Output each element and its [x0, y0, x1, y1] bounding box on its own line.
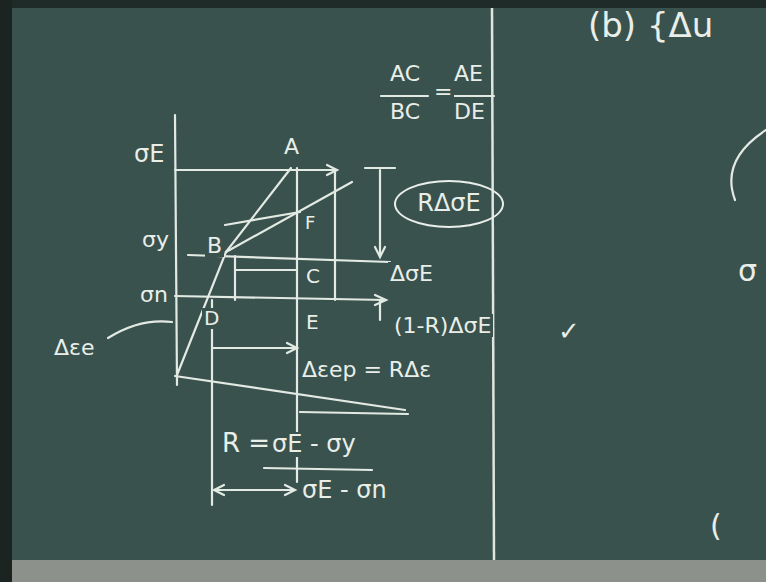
point-label: A: [282, 135, 301, 158]
point-label: D: [202, 308, 221, 329]
equation: Δεep = RΔε: [300, 358, 433, 381]
axis-label: σE: [132, 142, 166, 167]
fraction-term: DE: [452, 100, 487, 123]
equation: σE - σy: [270, 432, 358, 457]
equation: σE - σn: [300, 478, 389, 503]
board-heading: (b) {Δu: [586, 8, 715, 44]
circled-text: RΔσE: [415, 191, 482, 216]
partial-symbol: σ: [736, 255, 759, 287]
stress-increment: (1-R)ΔσE: [392, 314, 493, 337]
point-label: F: [303, 214, 317, 233]
fraction-term: BC: [388, 100, 422, 123]
axis-label: σy: [140, 228, 171, 251]
fraction-term: AC: [388, 62, 422, 85]
axis-label: σn: [138, 283, 170, 306]
equation: R =: [220, 430, 272, 457]
point-label: C: [304, 266, 322, 287]
point-label: B: [205, 234, 224, 257]
partial-symbol: (: [708, 510, 724, 542]
stress-increment: ΔσE: [388, 262, 435, 285]
circled-term: RΔσE: [394, 180, 504, 228]
fraction-term: AE: [452, 62, 485, 85]
point-label: E: [304, 312, 321, 333]
strain-label: Δεe: [52, 336, 96, 359]
check-mark: ✓: [556, 318, 582, 345]
